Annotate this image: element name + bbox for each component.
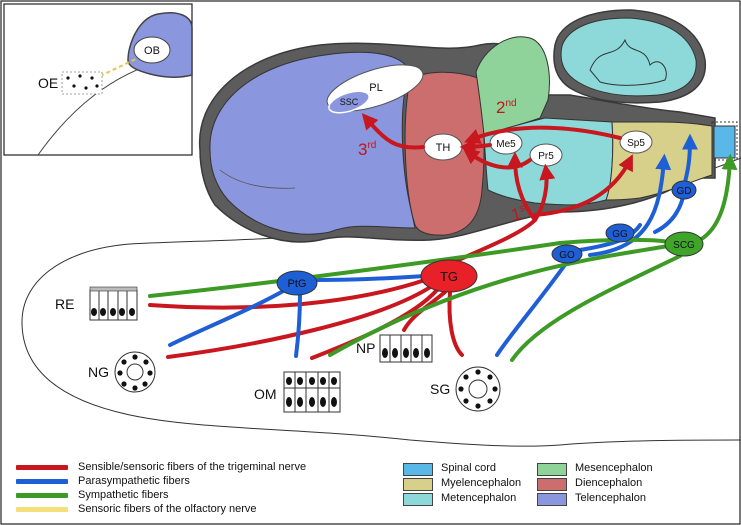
legend-swatch-diencephalon xyxy=(537,478,567,491)
sympathetic-fibers xyxy=(148,153,738,362)
target-sg: SG xyxy=(430,366,501,412)
legend-label-parasympathetic: Parasympathetic fibers xyxy=(78,475,190,487)
ng-label: NG xyxy=(88,364,109,380)
re-label: RE xyxy=(55,296,74,312)
olfactory-fiber xyxy=(99,57,139,77)
oe-label: OE xyxy=(38,75,58,91)
legend-label-sympathetic: Sympathetic fibers xyxy=(78,489,169,501)
mesencephalon-region xyxy=(475,36,550,136)
legend-swatch-mesencephalon xyxy=(537,463,567,476)
target-om: OM xyxy=(254,371,341,413)
go-label: GO xyxy=(559,250,575,261)
ob-ellipse xyxy=(133,36,171,64)
ssc-label: SSC xyxy=(340,97,359,107)
ganglion-go: GO xyxy=(551,244,583,264)
legend-swatch-sympathetic xyxy=(16,493,68,498)
legend-label-diencephalon: Diencephalon xyxy=(575,477,643,489)
legend-label-trigeminal: Sensible/sensoric fibers of the trigemin… xyxy=(78,461,307,473)
np-label: NP xyxy=(356,340,375,356)
ordinal-second: 2nd xyxy=(496,98,517,117)
legend-swatch-trigeminal xyxy=(16,465,68,470)
ganglion-tg: TG xyxy=(420,259,478,293)
ordinal-third: 3rd xyxy=(358,140,376,159)
olfactory-inset: OB OE xyxy=(3,3,193,156)
legend-label-telencephalon: Telencephalon xyxy=(575,492,646,504)
tg-label: TG xyxy=(440,269,458,284)
gg-label: GG xyxy=(612,229,628,240)
ssc-ellipse xyxy=(328,90,370,114)
sg-label: SG xyxy=(430,381,450,397)
ganglion-gg: GG xyxy=(605,223,635,243)
legend-swatch-spinal-cord xyxy=(403,463,433,476)
legend-label-spinal-cord: Spinal cord xyxy=(441,462,497,474)
legend-swatch-metencephalon xyxy=(403,493,433,506)
sp5-label: Sp5 xyxy=(627,138,645,149)
legend-swatch-olfactory xyxy=(16,507,68,512)
legend-swatch-parasympathetic xyxy=(16,479,68,484)
target-re: RE xyxy=(55,286,138,321)
th-label: TH xyxy=(436,142,451,154)
ganglion-scg: SCG xyxy=(664,231,704,257)
sp5-nucleus xyxy=(619,130,653,154)
legend-swatch-telencephalon xyxy=(537,493,567,506)
ordinal-first: 1st xyxy=(509,202,531,225)
legend-label-metencephalon: Metencephalon xyxy=(441,492,517,504)
me5-label: Me5 xyxy=(496,139,516,150)
ganglion-gd: GD xyxy=(671,180,697,200)
legend-label-myelencephalon: Myelencephalon xyxy=(441,477,522,489)
spinal-cord-region xyxy=(713,125,736,159)
ganglion-ptg: PtG xyxy=(276,270,318,296)
ob-label: OB xyxy=(144,45,160,57)
brain: PL SSC TH Me5 Pr5 Sp5 xyxy=(198,9,738,243)
gd-label: GD xyxy=(677,186,692,197)
legend-swatch-myelencephalon xyxy=(403,478,433,491)
ptg-label: PtG xyxy=(288,278,307,290)
om-label: OM xyxy=(254,386,277,402)
target-ng: NG xyxy=(88,351,156,393)
target-np: NP xyxy=(356,334,433,363)
legend-label-olfactory: Sensoric fibers of the olfactory nerve xyxy=(78,503,257,515)
pl-label: PL xyxy=(369,82,382,94)
pr5-label: Pr5 xyxy=(538,151,554,162)
olfactory-epithelium xyxy=(61,71,103,95)
legend-label-mesencephalon: Mesencephalon xyxy=(575,462,653,474)
scg-label: SCG xyxy=(673,240,695,251)
